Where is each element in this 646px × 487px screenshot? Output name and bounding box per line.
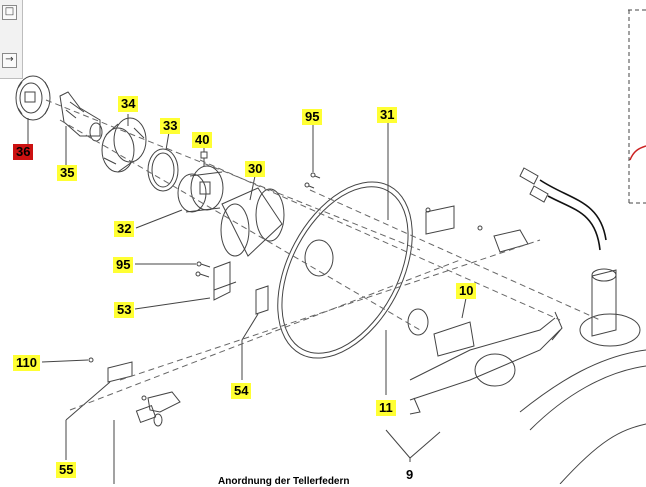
label-40[interactable]: 40 xyxy=(192,132,213,148)
label-32[interactable]: 32 xyxy=(114,221,135,237)
part-53-bracket xyxy=(213,261,237,301)
label-34[interactable]: 34 xyxy=(118,96,139,112)
label-95-top[interactable]: 95 xyxy=(302,109,323,125)
side-panel: □ → xyxy=(0,0,23,79)
part-95-screws-mid xyxy=(195,261,211,278)
label-31[interactable]: 31 xyxy=(377,107,398,123)
wire-connector xyxy=(519,167,641,347)
caption-text: Anordnung der Tellerfedern xyxy=(218,476,350,487)
label-11[interactable]: 11 xyxy=(376,400,396,416)
label-53[interactable]: 53 xyxy=(114,302,135,318)
label-9[interactable]: 9 xyxy=(406,467,414,482)
part-95-screws-top xyxy=(304,172,321,189)
part-33-oring xyxy=(147,148,179,192)
right-assembly xyxy=(407,205,646,484)
label-95-mid[interactable]: 95 xyxy=(113,257,134,273)
part-32-housing xyxy=(177,165,224,213)
part-valve xyxy=(135,391,181,427)
label-10[interactable]: 10 xyxy=(456,283,477,299)
red-wire xyxy=(629,145,646,161)
part-34-ring xyxy=(101,117,147,173)
label-36[interactable]: 36 xyxy=(13,144,34,160)
checkbox-button[interactable]: □ xyxy=(2,5,17,20)
label-35[interactable]: 35 xyxy=(57,165,78,181)
label-110[interactable]: 110 xyxy=(13,355,40,371)
part-31-disc xyxy=(277,181,413,359)
arrow-right-button[interactable]: → xyxy=(2,53,17,68)
label-30[interactable]: 30 xyxy=(245,161,266,177)
part-30-cylinder xyxy=(220,187,285,257)
part-36-gear xyxy=(15,75,51,121)
part-54-clip xyxy=(255,285,269,315)
label-55[interactable]: 55 xyxy=(56,462,77,478)
label-54[interactable]: 54 xyxy=(231,383,252,399)
label-33[interactable]: 33 xyxy=(160,118,181,134)
assembly-axes xyxy=(45,99,601,411)
